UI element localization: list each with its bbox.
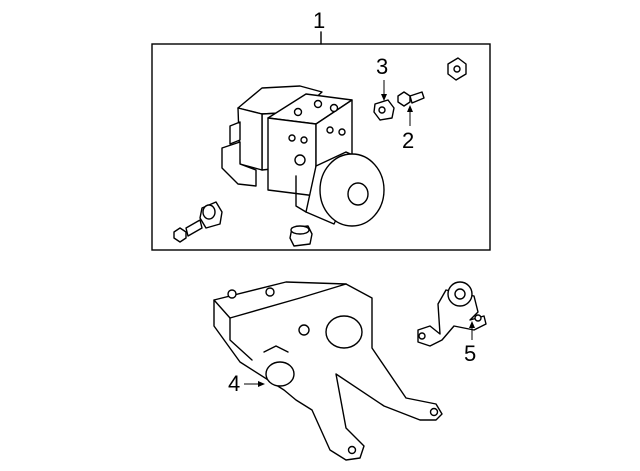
grommet-lower-middle (289, 225, 313, 247)
small-bracket-part-5 (417, 281, 487, 347)
callout-3: 3 (376, 54, 388, 79)
assembly-box (151, 43, 491, 251)
nut-upper-right (447, 57, 467, 81)
callout-1: 1 (313, 8, 325, 33)
bushing-lower-left (199, 201, 223, 229)
callout-2: 2 (402, 128, 414, 153)
bushing-part-3 (373, 99, 395, 121)
mounting-bracket-part-4 (213, 281, 443, 461)
bolt-lower-left (173, 219, 203, 243)
callout-4: 4 (228, 371, 240, 396)
callout-5: 5 (464, 341, 476, 366)
bolt-part-2 (397, 91, 425, 107)
abs-modulator-unit (221, 85, 385, 227)
